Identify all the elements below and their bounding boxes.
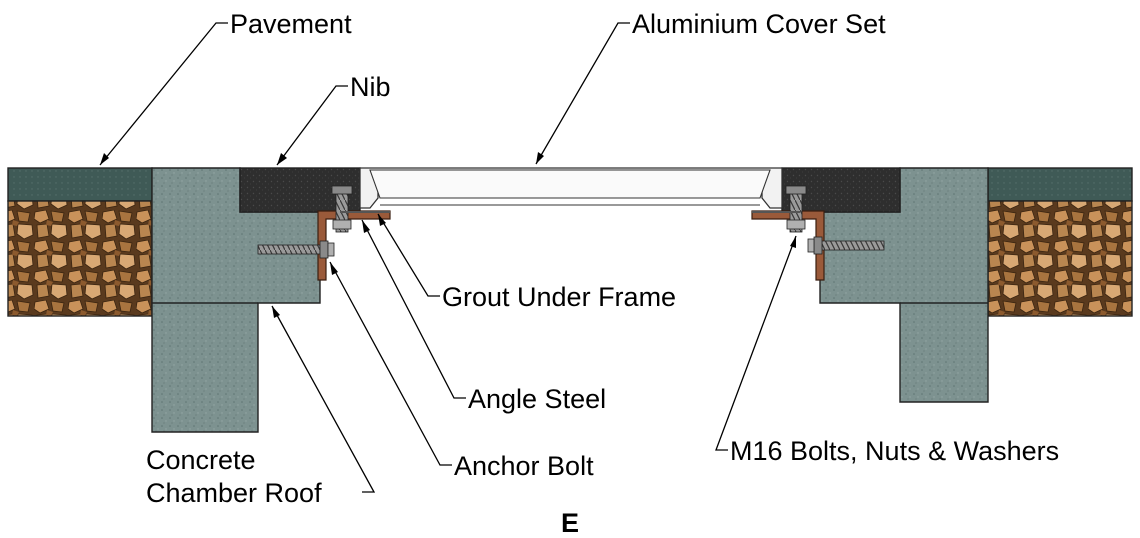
arrow-anchor-bolt: [330, 262, 338, 275]
leader-grout: [377, 213, 440, 297]
angle-steel-right: [751, 210, 825, 281]
leader-cover-set: [535, 22, 630, 165]
arrow-angle-steel: [362, 220, 370, 233]
leader-angle-steel: [361, 219, 466, 399]
anchor-bolt-left: [257, 240, 335, 259]
cover-lid: [369, 169, 771, 199]
label-concrete: Concrete: [146, 445, 256, 475]
label-chamber-roof: Chamber Roof: [146, 478, 322, 508]
right-construction: [751, 167, 1133, 403]
leader-pavement: [99, 22, 228, 166]
label-nib: Nib: [350, 72, 391, 102]
label-angle-steel: Angle Steel: [468, 384, 606, 414]
label-pavement: Pavement: [230, 9, 352, 39]
label-m16-bolts: M16 Bolts, Nuts & Washers: [730, 436, 1059, 466]
label-anchor-bolt: Anchor Bolt: [454, 451, 594, 481]
aggregate-left: [7, 200, 153, 317]
arrow-cover-set: [536, 152, 544, 164]
left-construction: [7, 167, 391, 433]
pavement-right: [987, 167, 1133, 202]
label-aluminium-cover-set: Aluminium Cover Set: [632, 9, 886, 39]
arrow-pavement: [100, 153, 109, 165]
arrow-m16: [790, 236, 796, 248]
labels: Pavement Aluminium Cover Set Nib Grout U…: [146, 9, 1059, 538]
leader-chamber-roof: [271, 305, 376, 493]
arrow-chamber-roof: [272, 306, 280, 318]
pavement-left: [7, 167, 153, 202]
leader-anchor-bolt: [329, 261, 452, 466]
aggregate-right: [987, 200, 1133, 317]
arrow-nib: [277, 153, 287, 165]
label-grout-under-frame: Grout Under Frame: [442, 282, 676, 312]
aluminium-cover-set: [340, 167, 800, 213]
leader-m16: [715, 235, 797, 451]
figure-letter: E: [561, 508, 579, 538]
anchor-bolt-right: [807, 236, 885, 255]
arrow-grout: [378, 214, 386, 226]
leader-nib: [276, 85, 348, 166]
leader-lines: [99, 22, 797, 493]
